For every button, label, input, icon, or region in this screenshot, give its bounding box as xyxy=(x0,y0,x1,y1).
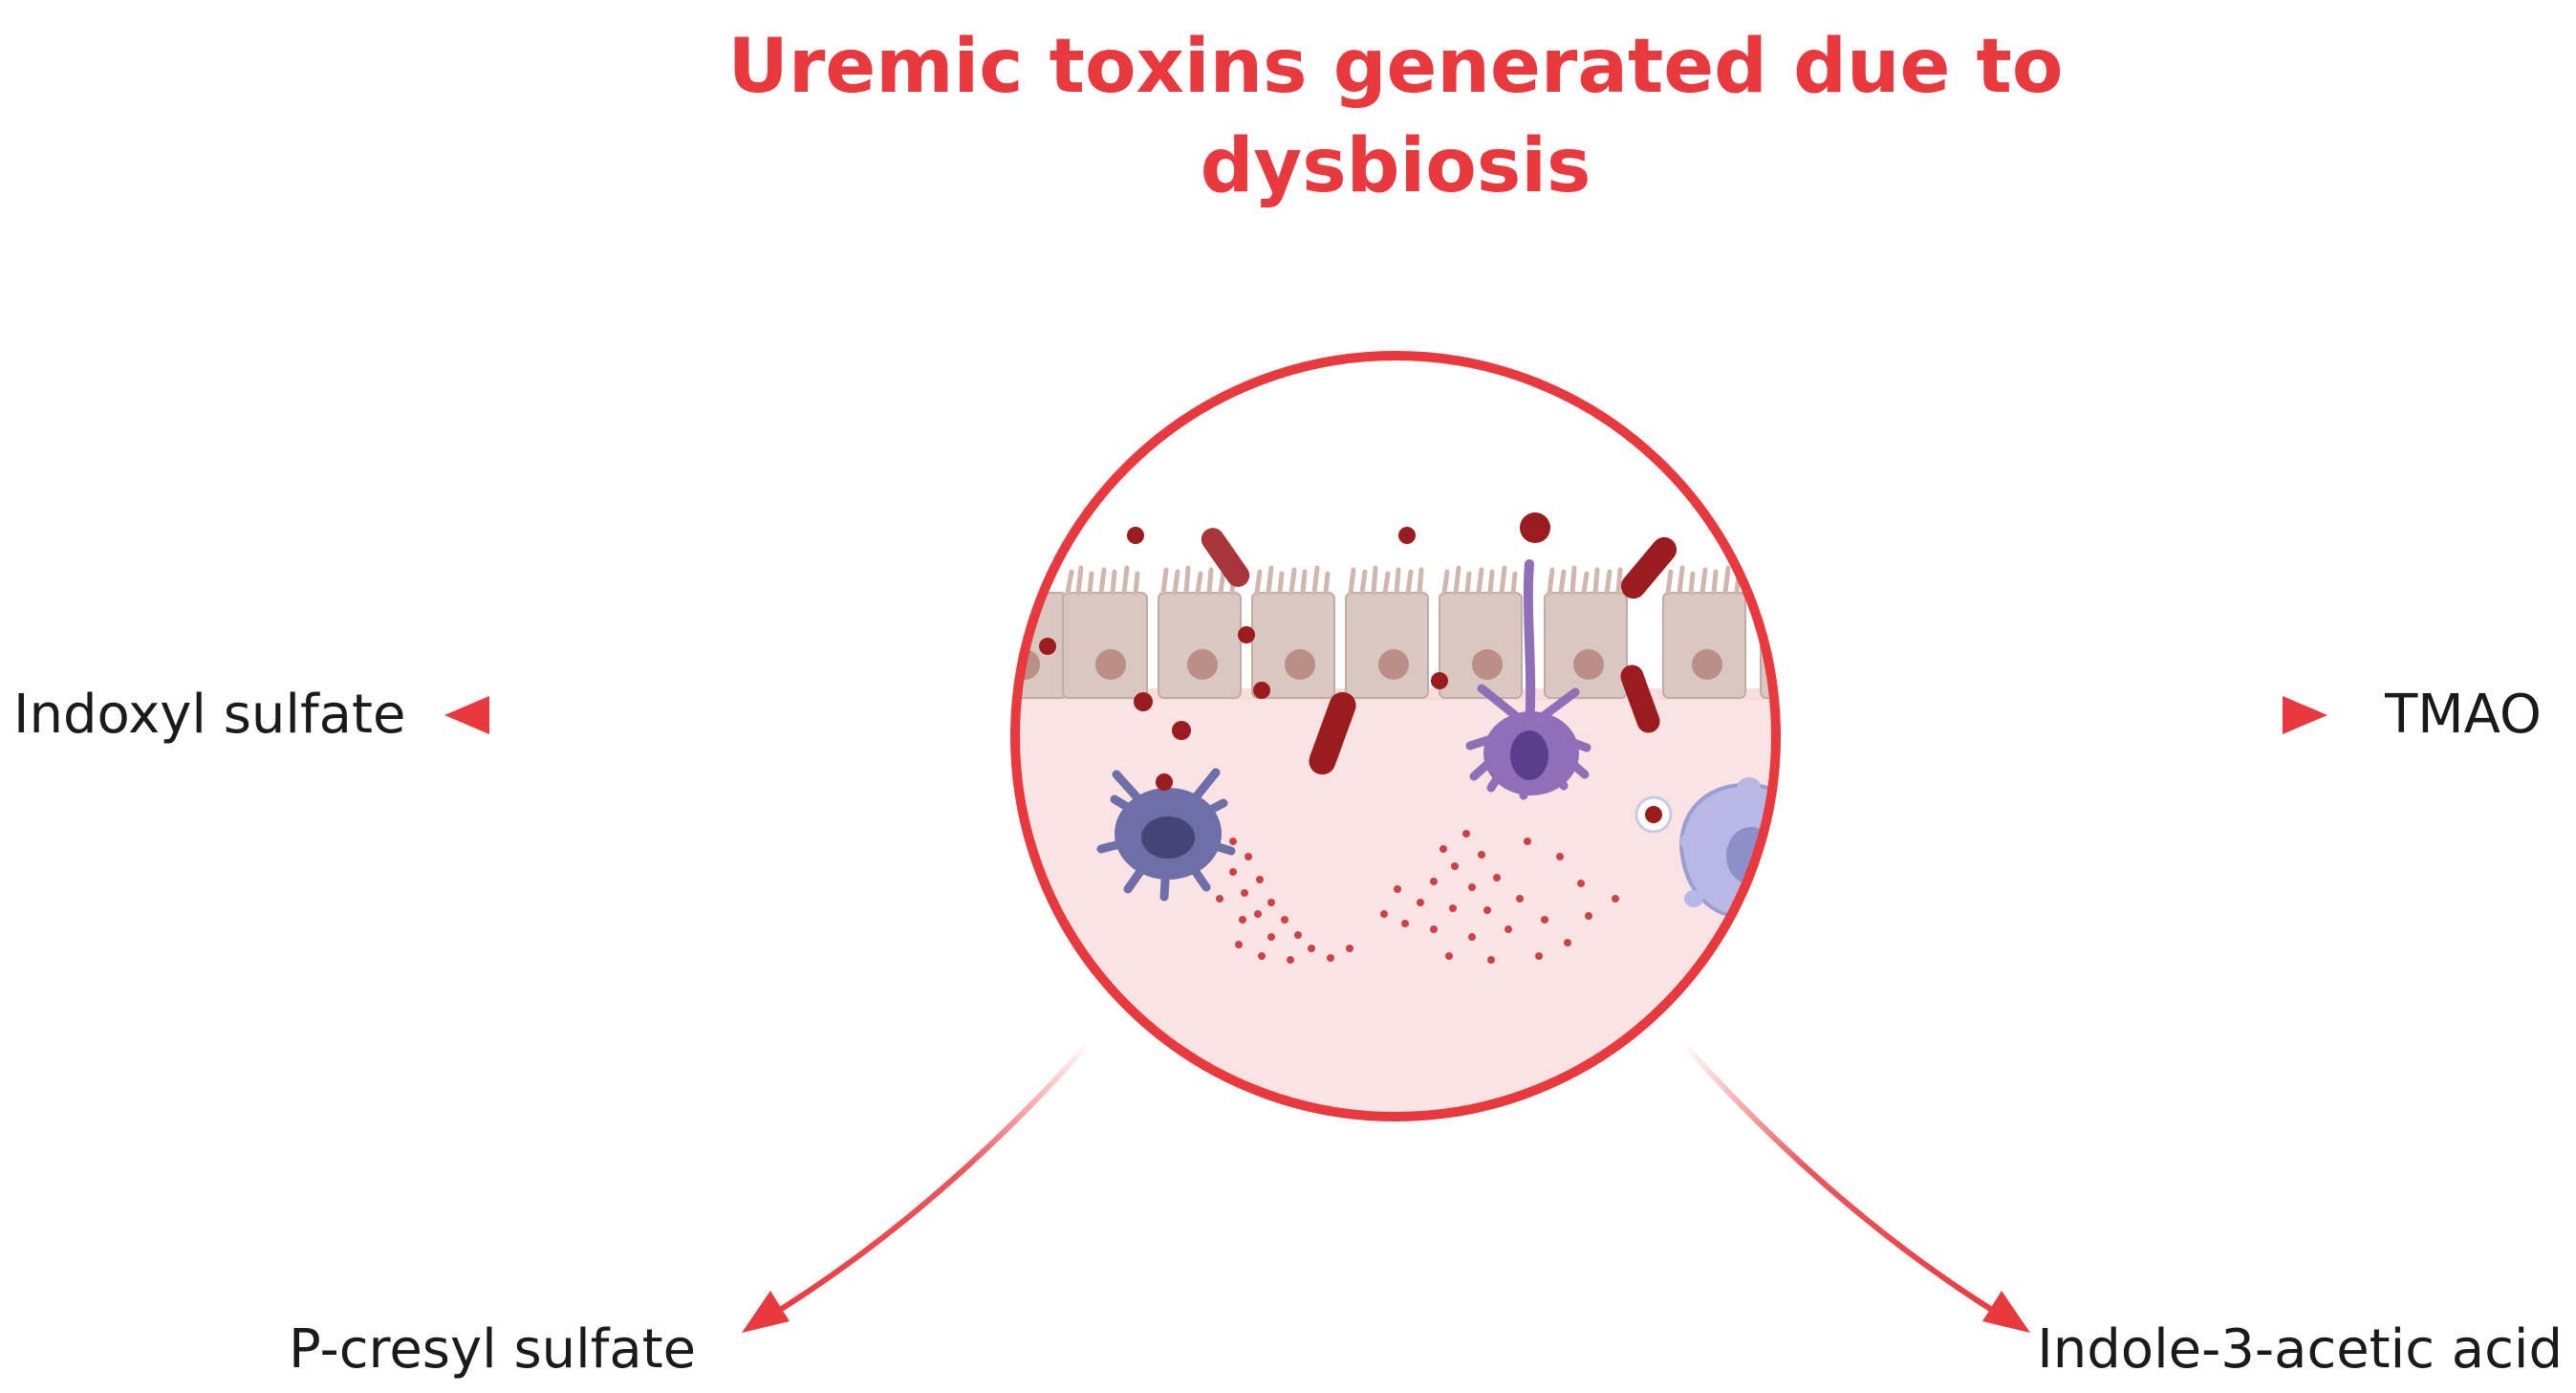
bacteria-icon xyxy=(1620,536,1678,599)
epithelial-cell xyxy=(1662,565,1746,699)
toxin-label-tmao: TMAO xyxy=(2385,684,2542,746)
cytokine-dots xyxy=(1216,830,1619,964)
arrow-to-tmao xyxy=(1797,696,2327,734)
bacteria-icon xyxy=(1309,691,1356,775)
epithelial-cell xyxy=(1544,565,1628,699)
epithelial-cell xyxy=(1439,565,1523,699)
toxin-label-indoxyl-sulfate: Indoxyl sulfate xyxy=(13,684,406,746)
gut-epithelium-inset xyxy=(1010,351,1781,1121)
dendritic-cell-icon xyxy=(1096,768,1236,902)
epithelial-cell xyxy=(1251,565,1335,699)
arrow-to-p-cresyl-sulfate xyxy=(742,1040,1093,1333)
arrow-to-indoxyl-sulfate xyxy=(444,696,994,734)
epithelial-cell xyxy=(1062,565,1148,699)
epithelial-cell xyxy=(1158,565,1242,699)
dendritic-cell-icon xyxy=(1465,559,1591,800)
toxin-label-p-cresyl-sulfate: P-cresyl sulfate xyxy=(289,1318,697,1381)
bacteria-icon xyxy=(1620,664,1660,733)
bacteria-icon xyxy=(1201,528,1250,587)
toxin-label-indole-3-acetic-acid: Indole-3-acetic acid xyxy=(2037,1318,2563,1381)
epithelial-cell xyxy=(1345,565,1429,699)
toxin-particles xyxy=(1039,512,1550,791)
arrow-to-indole-3-acetic-acid xyxy=(1679,1040,2030,1333)
diagram-title: Uremic toxins generated due to dysbiosis xyxy=(727,24,2064,209)
